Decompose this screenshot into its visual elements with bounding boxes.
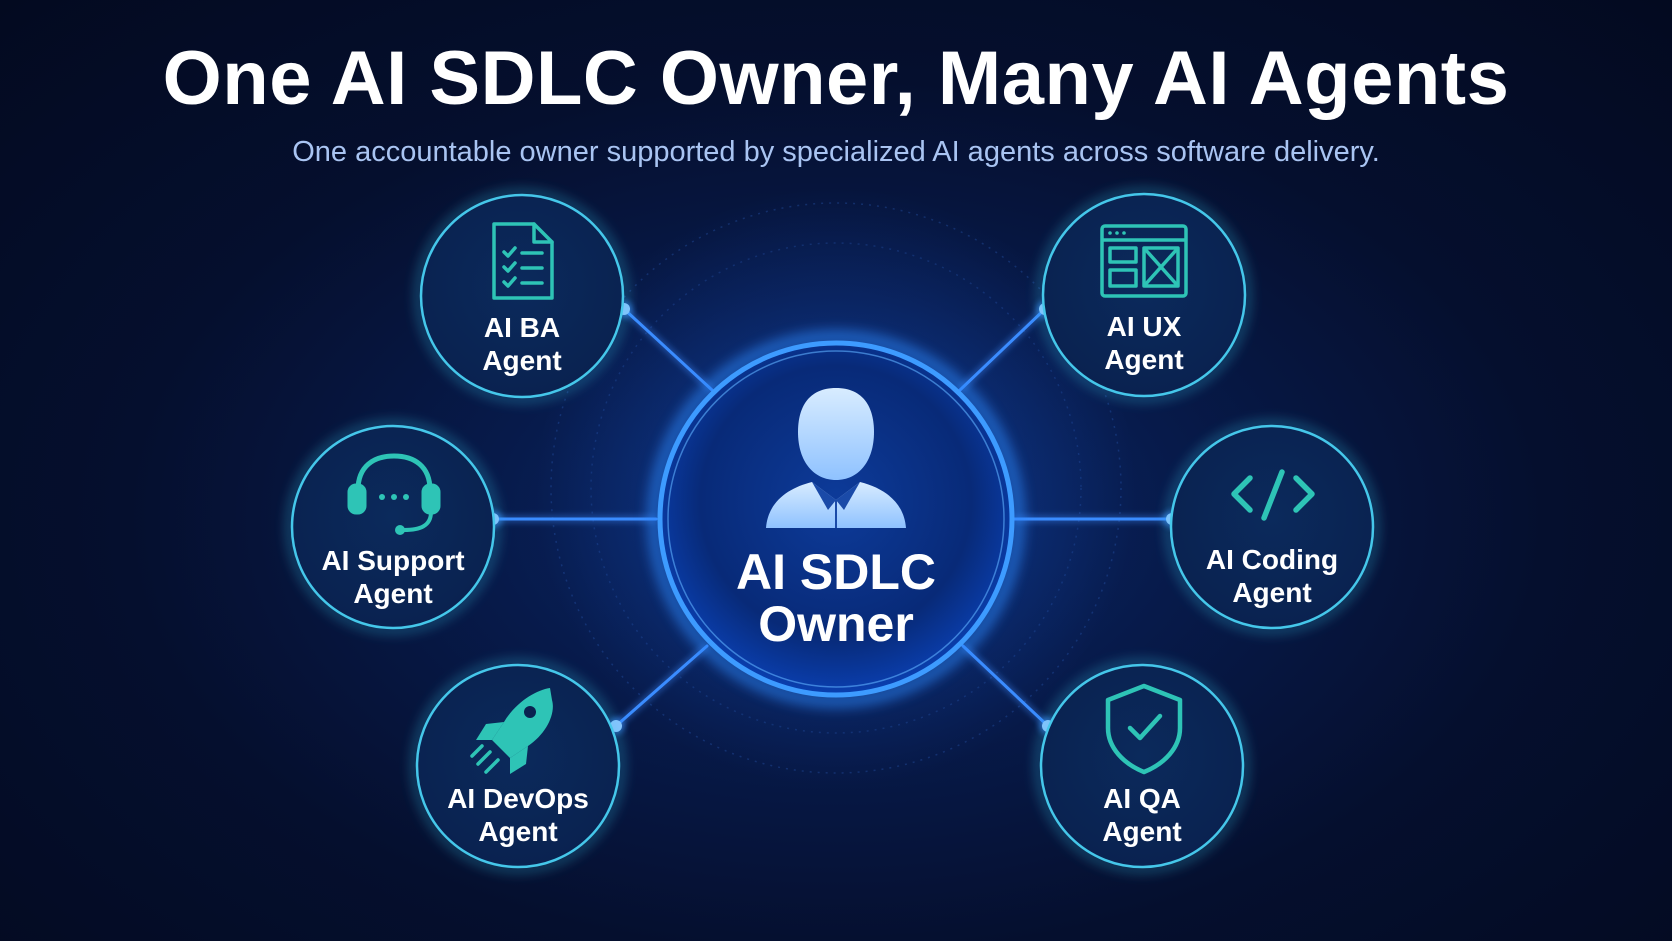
node-ba-circle bbox=[416, 190, 628, 402]
agent-support-label: AI Support Agent bbox=[293, 544, 493, 610]
page-subtitle: One accountable owner supported by speci… bbox=[292, 136, 1380, 168]
agent-qa-line1: AI QA bbox=[1103, 783, 1181, 814]
agent-qa-line2: Agent bbox=[1102, 816, 1182, 847]
center-owner-line1: AI SDLC bbox=[736, 544, 936, 600]
agent-ba-line2: Agent bbox=[482, 345, 562, 376]
agent-devops-label: AI DevOps Agent bbox=[418, 782, 618, 848]
orbit-ring-inner bbox=[590, 242, 1082, 734]
agent-ba-label: AI BA Agent bbox=[422, 311, 622, 377]
center-owner-label: AI SDLC Owner bbox=[686, 546, 986, 650]
wireframe-window-icon bbox=[1100, 224, 1188, 298]
rocket-icon bbox=[470, 688, 553, 774]
agent-coding-label: AI Coding Agent bbox=[1172, 543, 1372, 609]
agent-coding-line1: AI Coding bbox=[1205, 544, 1339, 575]
center-owner-line2: Owner bbox=[758, 596, 914, 652]
agent-devops-line2: Agent bbox=[478, 816, 558, 847]
node-qa-circle bbox=[1036, 660, 1248, 872]
orbit-ring-outer bbox=[550, 202, 1122, 774]
person-icon bbox=[766, 388, 906, 528]
agent-ux-label: AI UX Agent bbox=[1044, 310, 1244, 376]
headset-icon bbox=[347, 453, 441, 535]
agent-ba-line1: AI BA bbox=[483, 312, 561, 343]
shield-check-icon bbox=[1105, 683, 1183, 775]
page-title: One AI SDLC Owner, Many AI Agents bbox=[162, 36, 1510, 121]
agent-support-line2: Agent bbox=[353, 578, 433, 609]
code-brackets-icon bbox=[1231, 469, 1315, 521]
agent-qa-label: AI QA Agent bbox=[1042, 782, 1242, 848]
agent-ux-line2: Agent bbox=[1104, 344, 1184, 375]
node-support-circle bbox=[287, 421, 499, 633]
agent-support-line1: AI Support bbox=[321, 545, 465, 576]
node-coding-circle bbox=[1166, 421, 1378, 633]
agent-ux-line1: AI UX bbox=[1106, 311, 1182, 342]
document-checklist-icon bbox=[492, 222, 554, 300]
agent-coding-line2: Agent bbox=[1232, 577, 1312, 608]
agent-devops-line1: AI DevOps bbox=[447, 783, 589, 814]
